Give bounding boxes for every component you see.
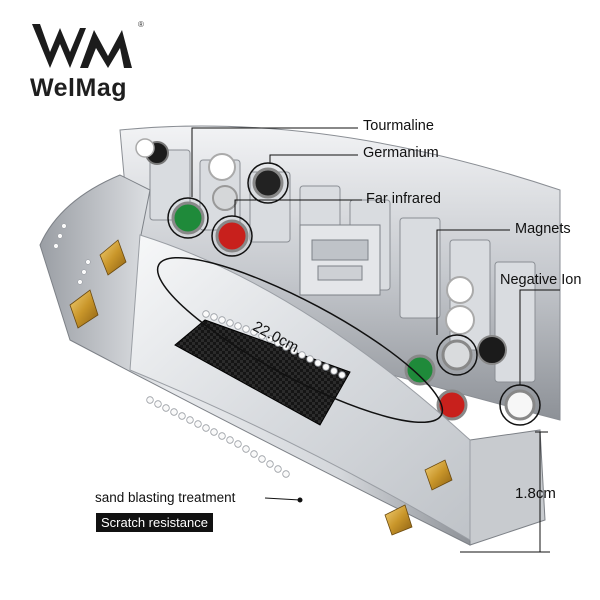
inner-stones-left: [145, 141, 284, 253]
label-germanium: Germanium: [363, 145, 439, 161]
crystal-row-top: [202, 310, 346, 379]
carbon-inlay: [174, 319, 351, 426]
clasp: [299, 224, 381, 296]
brand-name: WelMag: [30, 74, 127, 102]
length-ellipse: [156, 256, 444, 424]
registered-mark: ®: [138, 20, 144, 29]
leader-lines: [191, 127, 560, 503]
callout-circles: [167, 162, 541, 426]
brand-logo: ® WelMag: [28, 18, 148, 104]
wm-logo-mark: [32, 24, 132, 68]
side-crystals-left: [53, 223, 91, 285]
width-label: 1.8cm: [515, 485, 556, 502]
crystal-row-bottom: [146, 396, 290, 478]
width-dimension: [460, 431, 550, 553]
label-magnets: Magnets: [515, 221, 571, 237]
label-far-infrared: Far infrared: [366, 191, 441, 207]
scratch-resistance-badge: Scratch resistance: [96, 513, 213, 532]
label-negative-ion: Negative Ion: [500, 272, 582, 288]
finish-label: sand blasting treatment: [95, 490, 236, 505]
inner-stones-right: [135, 138, 536, 421]
label-tourmaline: Tourmaline: [363, 118, 434, 134]
gold-accents: [69, 239, 453, 536]
